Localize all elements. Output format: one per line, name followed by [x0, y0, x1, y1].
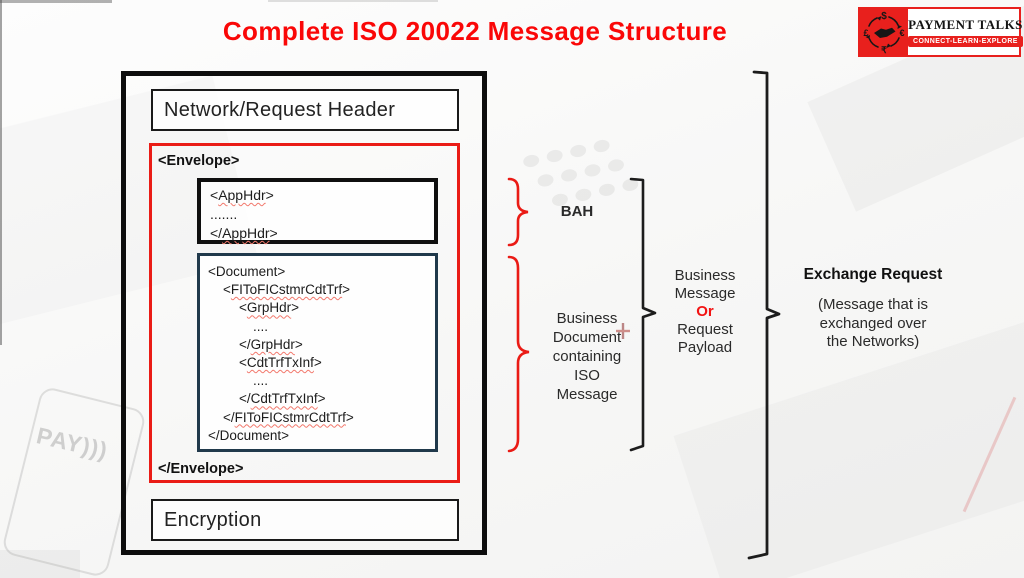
background-photo-edge	[0, 0, 112, 3]
network-request-header-box: Network/Request Header	[151, 89, 459, 131]
currency-pound-glyph: £	[863, 28, 868, 38]
logo-brand-name: PAYMENT TALKS	[908, 17, 1023, 32]
xml-code-line: </GrpHdr>	[239, 336, 303, 352]
pay-wave-graphic: PAY)))	[34, 422, 111, 464]
logo-mark: $ € ₹ £	[860, 9, 908, 55]
xml-code-line: <AppHdr>	[210, 187, 274, 203]
or-word: Or	[696, 303, 714, 320]
business-document-label: Business Document containing ISO Message	[552, 310, 622, 403]
encryption-box: Encryption	[151, 499, 459, 541]
currency-dollar-glyph: $	[881, 11, 887, 22]
document-box: <Document> <FIToFICstmrCdtTrf> <GrpHdr> …	[197, 253, 438, 452]
logo-text-panel: PAYMENT TALKS CONNECT-LEARN-EXPLORE	[908, 9, 1023, 55]
xml-code-line: </Document>	[208, 427, 290, 443]
message-structure-outer-box	[121, 71, 487, 555]
envelope-open-tag: <Envelope>	[158, 153, 240, 169]
calculator-keys-graphic	[523, 139, 639, 206]
background-collage-shape	[0, 550, 80, 578]
logo-tagline-badge: CONNECT-LEARN-EXPLORE	[908, 36, 1023, 47]
xml-code-line: <CdtTrfTxInf>	[239, 355, 322, 371]
app-header-box: <AppHdr> ....... </AppHdr>	[197, 178, 438, 244]
currency-euro-glyph: €	[899, 28, 904, 38]
currency-rupee-glyph: ₹	[881, 45, 887, 55]
bah-label: BAH	[560, 203, 594, 220]
background-photo-edge	[268, 0, 438, 2]
business-message-bracket	[629, 177, 657, 452]
exchange-request-heading: Exchange Request	[803, 266, 943, 283]
xml-code-line: </FIToFICstmrCdtTrf>	[223, 409, 354, 425]
xml-code-line: <FIToFICstmrCdtTrf>	[223, 282, 351, 298]
xml-code-line: <Document>	[208, 264, 286, 279]
xml-code-line: </CdtTrfTxInf>	[239, 391, 326, 407]
payment-talks-logo: $ € ₹ £ PAYMENT TALKS CONNECT-LEARN-EXPL…	[858, 7, 1023, 57]
exchange-request-subtext: (Message that is exchanged over the Netw…	[817, 296, 929, 350]
envelope-close-tag: </Envelope>	[158, 461, 244, 477]
background-collage-shape	[962, 396, 1017, 513]
xml-code-line: ....	[253, 373, 269, 389]
xml-code-line: ....	[253, 318, 269, 334]
background-cross-mark	[616, 323, 630, 339]
xml-code-line: .......	[210, 206, 238, 222]
xml-code-line: <GrpHdr>	[239, 300, 300, 316]
exchange-request-label: Exchange Request (Message that is exchan…	[789, 266, 957, 352]
xml-code-line: </AppHdr>	[210, 225, 278, 241]
currency-cycle-handshake-icon: $ € ₹ £	[863, 11, 904, 55]
envelope-box	[149, 143, 460, 483]
encryption-label: Encryption	[164, 508, 262, 531]
bah-brace	[507, 177, 529, 247]
exchange-request-bracket	[747, 70, 781, 560]
business-document-brace	[507, 255, 530, 453]
background-photo-edge	[0, 0, 2, 345]
network-request-header-label: Network/Request Header	[164, 98, 396, 121]
page-title: Complete ISO 20022 Message Structure	[222, 16, 728, 46]
business-message-label: Business Message Or Request Payload	[655, 267, 755, 357]
